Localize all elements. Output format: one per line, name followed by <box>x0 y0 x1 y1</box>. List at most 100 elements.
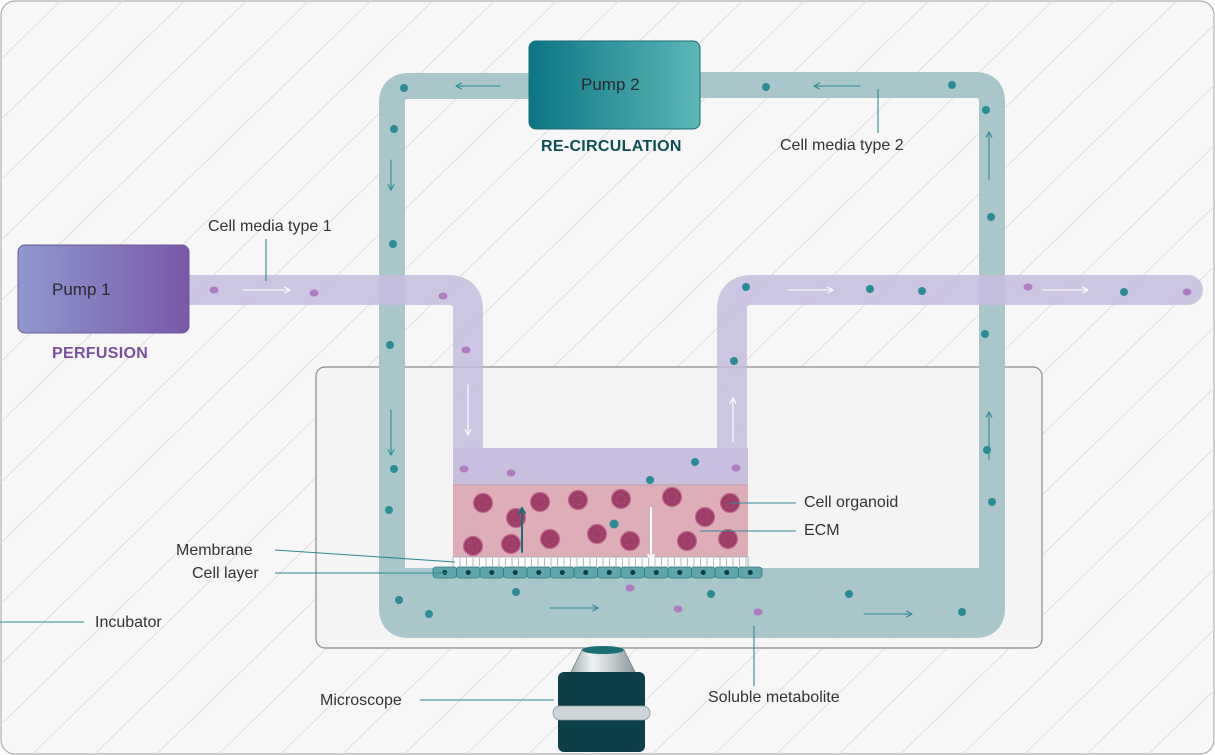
hatch-line <box>1 1 579 754</box>
organoid-texture <box>544 533 556 545</box>
pink-dot <box>459 465 469 473</box>
organoid <box>717 528 739 550</box>
pump2-box[interactable] <box>528 40 701 130</box>
hatch-line <box>935 1 1214 754</box>
upper-chamber <box>453 448 748 486</box>
teal-dot <box>958 608 966 616</box>
cell-nucleus <box>700 570 706 575</box>
pink-dot <box>506 469 516 477</box>
teal-dot <box>512 588 520 596</box>
teal-dot <box>987 213 995 221</box>
metabolite-dot <box>609 519 619 529</box>
cell-organoid-label: Cell organoid <box>804 494 899 511</box>
organoid-texture <box>572 494 584 506</box>
flow-arrow-head <box>592 604 599 612</box>
pink-dot <box>1023 283 1033 291</box>
incubator-label: Incubator <box>95 614 162 631</box>
leader-lines <box>0 89 879 701</box>
organoid-texture <box>624 535 636 547</box>
organoid <box>676 530 698 552</box>
teal-dot <box>385 506 393 514</box>
organoid-texture <box>467 540 479 552</box>
pink-dot <box>209 286 219 294</box>
organoid <box>694 506 716 528</box>
soluble-metabolite-label: Soluble metabolite <box>708 689 840 706</box>
pink-dot <box>753 608 763 616</box>
organoid <box>661 486 683 508</box>
organoid-texture <box>505 538 517 550</box>
flow-arrow-head <box>985 131 993 138</box>
hatch-line <box>1 1 269 754</box>
pink-dot <box>1182 288 1192 296</box>
flow-arrow-head <box>455 82 462 90</box>
teal-dot <box>691 458 699 466</box>
teal-dot <box>646 476 654 484</box>
recirculation-mode-label: RE-CIRCULATION <box>541 138 682 155</box>
cell-nucleus <box>465 570 471 575</box>
perfusion-tube <box>171 275 1203 477</box>
cell-nucleus <box>653 570 659 575</box>
teal-dot <box>390 125 398 133</box>
hatch-line <box>1 1 641 754</box>
flow-arrow-head <box>284 286 291 294</box>
organoid <box>529 491 551 513</box>
organoid-texture <box>534 496 546 508</box>
hatch-line <box>1059 1 1214 754</box>
hatch-line <box>1 1 145 754</box>
ecm-label: ECM <box>804 522 840 539</box>
pink-dot <box>438 292 448 300</box>
flow-arrow-head <box>985 411 993 418</box>
flow-arrows <box>242 82 1089 618</box>
teal-dot <box>845 590 853 598</box>
organoid-texture <box>591 528 603 540</box>
flow-arrow-head <box>827 286 834 294</box>
cell-nucleus <box>512 570 518 575</box>
cell-nucleus <box>606 570 612 575</box>
flow-arrow-head <box>464 429 472 436</box>
teal-dot <box>389 240 397 248</box>
teal-dot <box>983 446 991 454</box>
teal-dot <box>386 341 394 349</box>
teal-dot <box>395 596 403 604</box>
flow-arrow-head <box>729 397 737 404</box>
cell-nucleus <box>724 570 730 575</box>
soluble-metabolite-dots <box>209 81 1192 618</box>
organoid <box>610 488 632 510</box>
teal-dot <box>866 285 874 293</box>
pump2-label: Pump 2 <box>581 75 640 94</box>
teal-dot <box>982 106 990 114</box>
perfusion-mode-label: PERFUSION <box>52 345 149 362</box>
teal-dot <box>400 84 408 92</box>
teal-dot <box>988 498 996 506</box>
pump1-box[interactable] <box>17 244 190 334</box>
organoid <box>586 523 608 545</box>
hatch-line <box>1 1 393 754</box>
cell-nucleus <box>559 570 565 575</box>
teal-dot <box>918 287 926 295</box>
teal-dot <box>1120 288 1128 296</box>
flow-arrow-head <box>1082 286 1089 294</box>
teal-dot <box>425 610 433 618</box>
flow-arrow-head <box>387 449 395 456</box>
organoid-texture <box>699 511 711 523</box>
microscope-label: Microscope <box>320 692 402 709</box>
organoid <box>462 535 484 557</box>
hatch-line <box>1 1 207 754</box>
flow-arrow-head <box>647 553 655 561</box>
organoid <box>539 528 561 550</box>
hatch-line <box>1 1 455 754</box>
flow-arrow-head <box>387 184 395 191</box>
cell-nucleus <box>536 570 542 575</box>
teal-dot <box>762 83 770 91</box>
organoid <box>472 492 494 514</box>
organoid <box>505 507 527 529</box>
cell-layer <box>432 566 763 579</box>
organoid-texture <box>666 491 678 503</box>
membrane-pores <box>459 558 747 566</box>
organoid <box>619 530 641 552</box>
cell-nucleus <box>583 570 589 575</box>
hatch-line <box>997 1 1214 754</box>
cell-layer-label: Cell layer <box>192 565 259 582</box>
cell-organoids <box>462 486 741 557</box>
